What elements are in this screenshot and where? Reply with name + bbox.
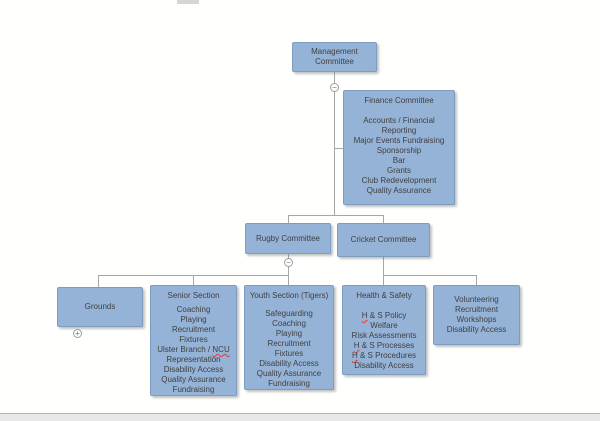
- connector-finance-stub: [334, 148, 343, 149]
- node-cricket-committee[interactable]: Cricket Committee: [337, 223, 430, 257]
- node-item: Recruitment: [267, 339, 311, 348]
- connector-drop-health: [383, 275, 384, 285]
- connector-drop-grounds: [98, 275, 99, 287]
- node-item-ulster-branch: Ulster Branch / NCU: [151, 345, 236, 355]
- minus-icon: −: [286, 257, 291, 267]
- spellcheck-flagged-word: H: [361, 311, 368, 320]
- expand-toggle-grounds[interactable]: +: [73, 329, 82, 338]
- connector-drop-volunteering: [476, 275, 477, 285]
- node-rugby-committee[interactable]: Rugby Committee: [245, 223, 331, 254]
- node-item: Disability Access: [446, 325, 507, 334]
- node-item: Bar: [392, 156, 406, 165]
- node-volunteering[interactable]: Volunteering Recruitment Workshops Disab…: [433, 285, 520, 345]
- node-item: Quality Assurance: [366, 186, 432, 195]
- node-item: Playing: [180, 315, 207, 324]
- page-bottom-edge: [0, 413, 600, 421]
- node-label: Management Committee: [311, 47, 358, 66]
- node-item: Disability Access: [163, 365, 224, 374]
- node-youth-section[interactable]: Youth Section (Tigers) Safeguarding Coac…: [244, 285, 334, 390]
- node-item: Fixtures: [274, 349, 304, 358]
- node-finance-committee[interactable]: Finance Committee Accounts / Financial R…: [343, 90, 455, 205]
- connector-committees-bar: [288, 215, 384, 216]
- node-grounds[interactable]: Grounds: [57, 287, 143, 327]
- plus-icon: +: [75, 328, 80, 338]
- node-item: Recruitment: [171, 325, 216, 334]
- connector-management-down: [334, 72, 335, 215]
- node-health-safety[interactable]: Health & Safety H & S Policy Welfare Ris…: [342, 285, 426, 375]
- node-item: Disability Access: [354, 361, 414, 370]
- node-item: Club Redevelopment: [361, 176, 437, 185]
- node-item-text: & S Processes: [359, 341, 415, 350]
- spellcheck-flagged-word: H: [353, 341, 360, 350]
- spacer: [343, 301, 425, 311]
- spellcheck-flagged-word: NCU: [212, 345, 230, 354]
- connector-drop-senior: [193, 275, 194, 285]
- node-item: Major Events Fundraising: [353, 136, 445, 145]
- node-item: Risk Assessments: [351, 331, 417, 340]
- node-item: Fixtures: [179, 335, 208, 344]
- collapse-toggle-management[interactable]: −: [330, 83, 339, 92]
- node-item: Fundraising: [268, 379, 310, 388]
- spacer: [344, 106, 454, 116]
- node-item: Recruitment: [454, 305, 499, 314]
- node-item: Accounts / Financial Reporting: [363, 116, 435, 135]
- node-item-text: Ulster Branch /: [157, 345, 213, 354]
- node-item-text: & S Procedures: [357, 351, 417, 360]
- connector-drop-youth: [288, 275, 289, 285]
- node-item: Workshops: [456, 315, 497, 324]
- node-item-text: & S Policy: [367, 311, 407, 320]
- connector-cricket-down: [383, 257, 384, 275]
- node-item: Safeguarding: [265, 309, 313, 318]
- node-item: Grants: [386, 166, 411, 175]
- node-item: Volunteering: [454, 295, 499, 304]
- node-item: Fundraising: [172, 385, 215, 394]
- node-item: Coaching: [176, 305, 211, 314]
- node-item: Welfare: [370, 321, 398, 330]
- node-item: Quality Assurance: [161, 375, 226, 384]
- node-item: Disability Access: [259, 359, 319, 368]
- node-label: Rugby Committee: [255, 233, 321, 243]
- node-item-hs-policy: H & S Policy: [343, 311, 425, 321]
- spacer: [245, 301, 333, 309]
- node-label: Grounds: [84, 302, 116, 311]
- node-title: Senior Section: [167, 291, 220, 300]
- node-item: Quality Assurance: [256, 369, 322, 378]
- node-item-hs-procedures: H & S Procedures: [343, 351, 425, 361]
- node-item: Playing: [275, 329, 303, 338]
- node-item: Sponsorship: [376, 146, 422, 155]
- connector-drop-rugby: [288, 215, 289, 223]
- minus-icon: −: [332, 82, 337, 92]
- connector-drop-cricket: [383, 215, 384, 223]
- spellcheck-flagged-word: H: [351, 351, 358, 360]
- connector-cricket-children-bar: [383, 275, 477, 276]
- node-senior-section[interactable]: Senior Section Coaching Playing Recruitm…: [150, 285, 237, 396]
- node-label: Cricket Committee: [350, 235, 417, 244]
- node-item: Representation: [166, 355, 221, 364]
- node-item-hs-processes: H & S Processes: [343, 341, 425, 351]
- node-title: Finance Committee: [364, 96, 434, 105]
- node-item: Coaching: [272, 319, 306, 328]
- node-title: Youth Section (Tigers): [249, 291, 329, 300]
- collapse-toggle-rugby[interactable]: −: [284, 258, 293, 267]
- node-management-committee[interactable]: Management Committee: [292, 42, 377, 72]
- node-title: Health & Safety: [356, 291, 412, 300]
- page-edge-notch: [177, 0, 199, 4]
